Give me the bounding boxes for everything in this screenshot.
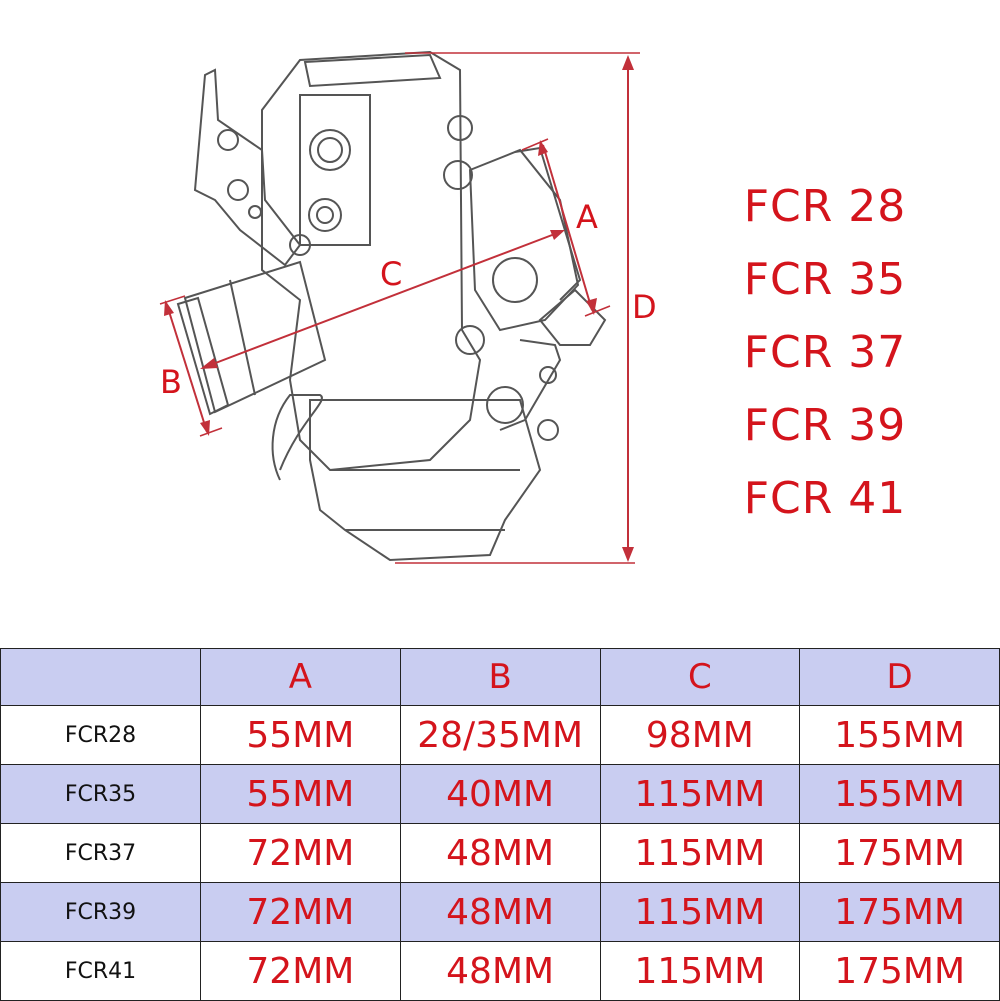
- table-row: FCR39 72MM 48MM 115MM 175MM: [0, 882, 1000, 942]
- dimensions-table: A B C D FCR28 55MM 28/35MM 98MM 155MM FC…: [0, 648, 1000, 1001]
- cell-d: 155MM: [799, 764, 1000, 824]
- dim-c-line: [204, 231, 561, 368]
- dim-label-c: C: [380, 255, 402, 293]
- row-model: FCR35: [0, 764, 201, 824]
- cell-d: 175MM: [799, 823, 1000, 883]
- cell-b: 48MM: [399, 941, 601, 1001]
- table-header-row: A B C D: [0, 648, 1000, 706]
- table-header-d: D: [799, 648, 1000, 706]
- model-item: FCR 28: [743, 181, 907, 232]
- dim-label-b: B: [160, 363, 182, 401]
- row-model: FCR37: [0, 823, 201, 883]
- table-row: FCR28 55MM 28/35MM 98MM 155MM: [0, 705, 1000, 765]
- model-item: FCR 39: [743, 400, 907, 451]
- row-model: FCR28: [0, 705, 201, 765]
- cell-b: 28/35MM: [399, 705, 601, 765]
- dim-b-line: [166, 304, 208, 433]
- table-header-c: C: [599, 648, 801, 706]
- table-row: FCR41 72MM 48MM 115MM 175MM: [0, 941, 1000, 1001]
- dim-a-line: [542, 144, 593, 311]
- cell-c: 98MM: [599, 705, 801, 765]
- dim-label-d: D: [632, 288, 657, 326]
- cell-d: 175MM: [799, 941, 1000, 1001]
- model-item: FCR 35: [743, 254, 907, 305]
- carburetor-diagram: A B C D: [159, 50, 657, 564]
- table-header-corner: [0, 648, 201, 706]
- cell-b: 40MM: [399, 764, 601, 824]
- table-row: FCR37 72MM 48MM 115MM 175MM: [0, 823, 1000, 883]
- table-header-b: B: [399, 648, 601, 706]
- model-list: FCR 28 FCR 35 FCR 37 FCR 39 FCR 41: [740, 170, 910, 535]
- cell-b: 48MM: [399, 882, 601, 942]
- dimension-lines: [159, 52, 640, 564]
- cell-b: 48MM: [399, 823, 601, 883]
- cell-c: 115MM: [599, 882, 801, 942]
- cell-a: 72MM: [200, 882, 401, 942]
- cell-c: 115MM: [599, 823, 801, 883]
- model-item: FCR 37: [743, 327, 907, 378]
- cell-d: 155MM: [799, 705, 1000, 765]
- carburetor-illustration: [176, 50, 607, 562]
- cell-a: 72MM: [200, 823, 401, 883]
- cell-a: 55MM: [200, 764, 401, 824]
- model-item: FCR 41: [743, 473, 907, 524]
- dim-label-a: A: [576, 198, 598, 236]
- row-model: FCR39: [0, 882, 201, 942]
- cell-a: 72MM: [200, 941, 401, 1001]
- row-model: FCR41: [0, 941, 201, 1001]
- cell-d: 175MM: [799, 882, 1000, 942]
- cell-c: 115MM: [599, 764, 801, 824]
- table-header-a: A: [200, 648, 401, 706]
- cell-c: 115MM: [599, 941, 801, 1001]
- cell-a: 55MM: [200, 705, 401, 765]
- table-row: FCR35 55MM 40MM 115MM 155MM: [0, 764, 1000, 824]
